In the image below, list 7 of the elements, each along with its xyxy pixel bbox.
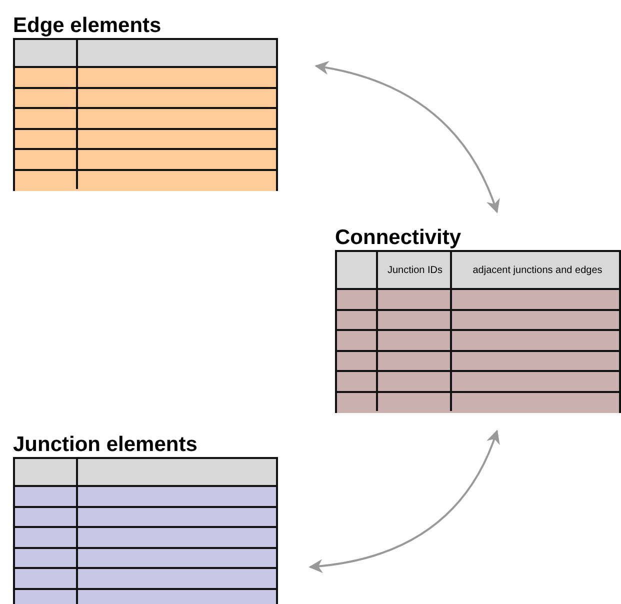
table-title: Edge elements: [13, 15, 162, 36]
column-header: Junction IDs: [386, 264, 444, 276]
table-title: Junction elements: [13, 434, 198, 455]
table-title: Connectivity: [335, 227, 462, 248]
double-arrow: [314, 61, 500, 214]
column-header: adjacent junctions and edges: [472, 264, 604, 276]
double-arrow: [308, 430, 500, 573]
